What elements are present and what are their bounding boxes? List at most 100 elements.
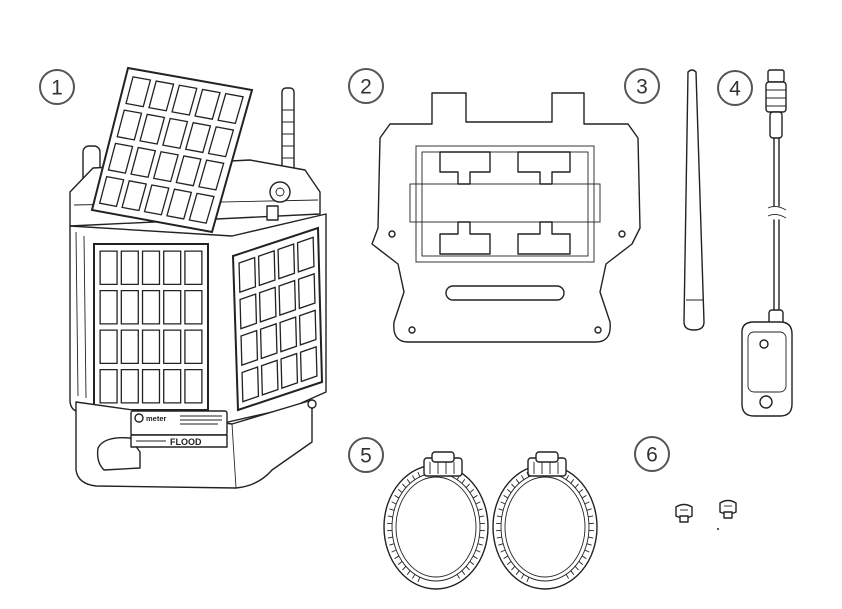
solar-cell: [279, 316, 298, 353]
bracket-slot: [445, 285, 565, 301]
badge-3: 3: [624, 68, 660, 104]
front-solar-panel: [93, 243, 209, 411]
clamp-slot: [515, 479, 520, 484]
solar-cell: [162, 117, 189, 149]
clamp-slot: [565, 574, 570, 579]
solar-cell: [217, 92, 244, 125]
solar-cell: [299, 345, 318, 383]
clamp-slot: [511, 566, 516, 571]
side-solar-panel: [231, 226, 324, 412]
clamp-slot: [394, 555, 400, 559]
clamp-slot: [503, 495, 509, 499]
clamp-slot: [526, 577, 530, 583]
hose-clamp-right: [492, 451, 598, 590]
solar-cell: [163, 329, 182, 364]
solar-cell: [184, 121, 212, 154]
bracket-hole: [388, 230, 396, 238]
clamp-slot: [520, 475, 525, 480]
clamp-slot: [465, 483, 470, 488]
solar-cell: [120, 250, 139, 285]
solar-cell: [297, 272, 316, 310]
screws: [675, 499, 737, 530]
solar-cell: [259, 322, 278, 360]
solar-cell: [184, 329, 203, 364]
solar-cell: [188, 192, 215, 224]
clamp-slot: [475, 501, 481, 505]
solar-cell: [198, 159, 225, 191]
solar-cell: [99, 250, 118, 285]
badge-2-number: 2: [360, 76, 372, 99]
flood-sensor-unit: meter FLOOD: [69, 66, 327, 489]
badge-5: 5: [348, 437, 384, 473]
hose-clamps: [383, 451, 598, 590]
clamp-slot: [506, 489, 512, 493]
clamp-slot: [402, 483, 407, 488]
screw-right: [719, 499, 737, 519]
badge-5-number: 5: [360, 445, 372, 468]
solar-cell: [278, 279, 297, 317]
solar-cell: [239, 293, 258, 330]
clamp-slot: [411, 475, 416, 480]
bracket-hole: [594, 326, 602, 334]
solar-cell: [139, 113, 166, 145]
clamp-slot: [397, 561, 403, 565]
badge-4: 4: [717, 70, 753, 106]
solar-cell: [240, 329, 259, 367]
clamp-slot: [578, 561, 584, 565]
clamp-slot: [477, 508, 483, 511]
solar-cell: [120, 369, 139, 404]
clamp-slot: [389, 543, 395, 546]
clamp-slot: [456, 574, 461, 579]
clamp-slot: [461, 479, 466, 484]
solar-cell: [120, 329, 139, 364]
clamp-slot: [588, 515, 594, 518]
hose-clamp-left: [383, 451, 489, 590]
solar-cell: [141, 250, 161, 285]
clamp-slot: [472, 555, 478, 559]
solar-cell: [163, 369, 182, 404]
clamp-slot: [411, 574, 416, 579]
label-brand-mark: meter: [146, 414, 167, 423]
clamp-slot: [506, 561, 512, 565]
solar-cell: [175, 155, 202, 187]
clamp-slot: [520, 574, 525, 579]
clamp-slot: [417, 471, 421, 477]
clamp-slot: [465, 566, 470, 571]
solar-cell: [171, 84, 198, 116]
base-foot: [96, 437, 141, 471]
cable-sensor-body: [741, 321, 793, 417]
antenna: [683, 69, 705, 331]
badge-1: 1: [39, 69, 75, 105]
solar-cell: [141, 369, 161, 404]
solar-cell: [280, 352, 299, 390]
label-product-name: FLOOD: [170, 437, 202, 447]
solar-cell: [107, 142, 134, 174]
clamp-slot: [387, 515, 393, 518]
clamp-slot: [496, 536, 502, 539]
solar-cell: [130, 146, 157, 179]
solar-cell: [148, 80, 175, 112]
solar-cell: [99, 290, 118, 325]
clamp-slot: [472, 495, 478, 499]
clamp-slot: [500, 501, 506, 505]
clamp-slot: [588, 536, 594, 539]
clamp-slot: [500, 549, 506, 553]
screw-left: [675, 503, 693, 523]
badge-6-number: 6: [646, 444, 658, 467]
clamp-slot: [503, 555, 509, 559]
clamp-slot: [477, 543, 483, 546]
clamp-slot: [461, 570, 466, 575]
bracket-hole: [618, 230, 626, 238]
clamp-slot: [406, 479, 411, 484]
clamp-slot: [394, 495, 400, 499]
mounting-bracket: [371, 92, 641, 343]
solar-cell: [99, 369, 118, 404]
solar-cell: [141, 290, 161, 325]
clamp-slot: [581, 495, 587, 499]
clamp-slot: [584, 549, 590, 553]
clamp-slot: [570, 479, 575, 484]
clamp-slot: [389, 508, 395, 511]
clamp-slot: [387, 536, 393, 539]
clamp-slot: [496, 515, 502, 518]
